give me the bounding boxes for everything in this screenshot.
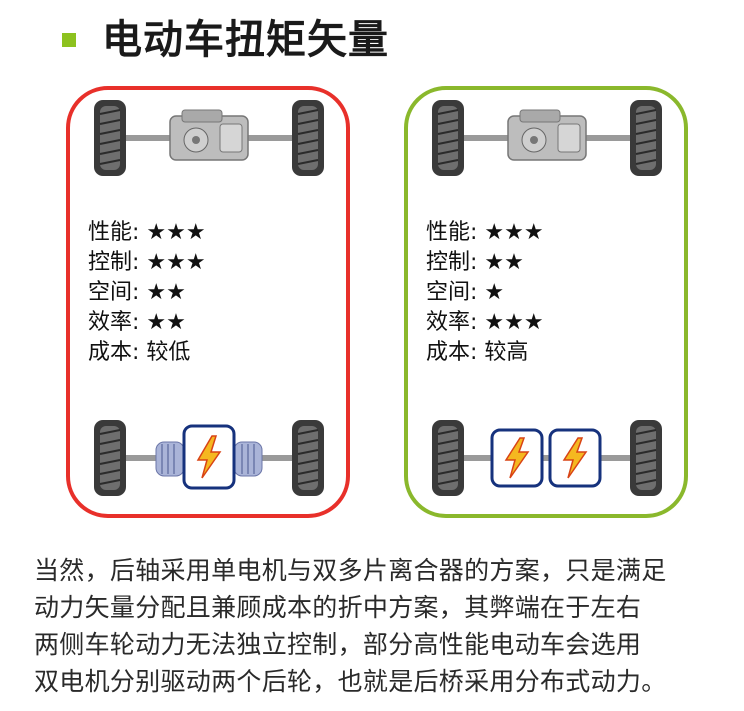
spec-label: 成本: <box>88 340 140 365</box>
spec-row-space: 空间: ★ <box>426 278 544 308</box>
wheel-icon <box>94 100 126 176</box>
spec-label: 效率: <box>88 310 140 335</box>
spec-row-performance: 性能: ★★★ <box>426 218 544 248</box>
wheel-icon <box>630 420 662 496</box>
wheel-icon <box>94 420 126 496</box>
title-bullet <box>62 33 76 47</box>
electric-motor-icon <box>490 428 544 488</box>
spec-row-control: 控制: ★★★ <box>88 248 206 278</box>
spec-label: 性能: <box>426 220 478 245</box>
spec-row-performance: 性能: ★★★ <box>88 218 206 248</box>
gearbox-icon <box>507 109 587 161</box>
spec-value: ★★ <box>146 310 186 335</box>
spec-label: 成本: <box>426 340 478 365</box>
caption-line: 两侧车轮动力无法独立控制，部分高性能电动车会选用 <box>34 630 642 659</box>
caption-line: 动力矢量分配且兼顾成本的折中方案，其弊端在于左右 <box>34 593 642 622</box>
spec-row-cost: 成本: 较高 <box>426 338 544 368</box>
caption-paragraph: 当然，后轴采用单电机与双多片离合器的方案，只是满足 动力矢量分配且兼顾成本的折中… <box>34 552 724 700</box>
panel-dual-motor: 性能: ★★★ 控制: ★★ 空间: ★ 效率: ★★★ 成本: 较高 <box>404 86 688 518</box>
wheel-icon <box>292 100 324 176</box>
spec-value: ★★ <box>146 280 186 305</box>
wheel-icon <box>432 100 464 176</box>
spec-value: ★★★ <box>146 250 206 275</box>
spec-row-efficiency: 效率: ★★ <box>88 308 206 338</box>
spec-label: 控制: <box>426 250 478 275</box>
title-row: 电动车扭矩矢量 <box>62 14 389 66</box>
panel-single-motor: 性能: ★★★ 控制: ★★★ 空间: ★★ 效率: ★★ 成本: 较低 <box>66 86 350 518</box>
spec-row-space: 空间: ★★ <box>88 278 206 308</box>
spec-row-cost: 成本: 较低 <box>88 338 206 368</box>
gearbox-icon <box>169 109 249 161</box>
spec-row-efficiency: 效率: ★★★ <box>426 308 544 338</box>
lightning-icon <box>196 435 222 479</box>
spec-value: ★ <box>484 280 505 305</box>
spec-value: 较高 <box>484 340 529 365</box>
spec-value: ★★★ <box>484 220 544 245</box>
electric-motor-icon <box>548 428 602 488</box>
wheel-icon <box>292 420 324 496</box>
clutch-pack-icon <box>155 441 263 477</box>
spec-value: ★★ <box>484 250 524 275</box>
spec-label: 空间: <box>88 280 140 305</box>
spec-list: 性能: ★★★ 控制: ★★ 空间: ★ 效率: ★★★ 成本: 较高 <box>426 218 544 368</box>
caption-line: 双电机分别驱动两个后轮，也就是后桥采用分布式动力。 <box>34 667 667 696</box>
spec-row-control: 控制: ★★ <box>426 248 544 278</box>
wheel-icon <box>432 420 464 496</box>
lightning-icon <box>504 437 530 479</box>
spec-label: 性能: <box>88 220 140 245</box>
spec-value: 较低 <box>146 340 191 365</box>
spec-list: 性能: ★★★ 控制: ★★★ 空间: ★★ 效率: ★★ 成本: 较低 <box>88 218 206 368</box>
page-title: 电动车扭矩矢量 <box>102 17 389 63</box>
spec-value: ★★★ <box>484 310 544 335</box>
wheel-icon <box>630 100 662 176</box>
spec-label: 空间: <box>426 280 478 305</box>
caption-line: 当然，后轴采用单电机与双多片离合器的方案，只是满足 <box>34 556 667 585</box>
lightning-icon <box>562 437 588 479</box>
spec-label: 效率: <box>426 310 478 335</box>
electric-motor-icon <box>182 424 236 490</box>
spec-value: ★★★ <box>146 220 206 245</box>
spec-label: 控制: <box>88 250 140 275</box>
